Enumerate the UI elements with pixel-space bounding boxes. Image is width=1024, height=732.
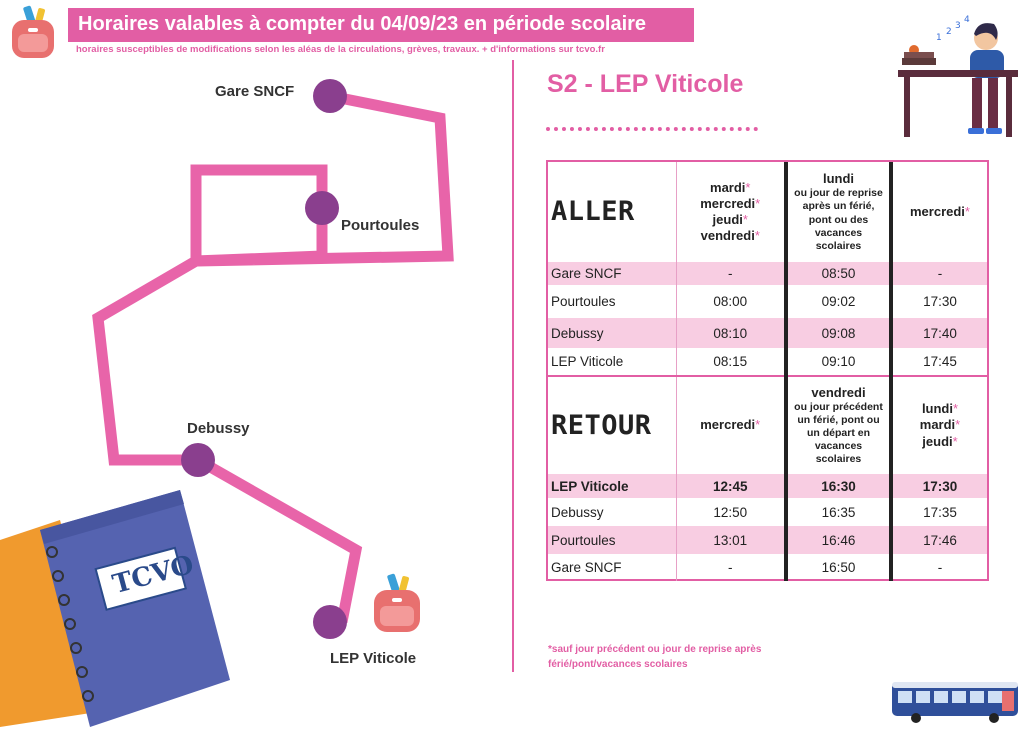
time-cell: 17:40 xyxy=(890,318,987,348)
time-cell: 12:50 xyxy=(675,498,788,526)
time-cell: - xyxy=(675,554,788,581)
day: mardi xyxy=(710,179,746,195)
dotted-underline xyxy=(546,127,758,131)
table-row: Pourtoules 08:00 09:02 17:30 xyxy=(548,285,987,318)
svg-text:4: 4 xyxy=(964,15,970,25)
retour-header-row: RETOUR mercredi* vendredi ou jour précéd… xyxy=(548,375,987,474)
stop-name: Debussy xyxy=(551,504,604,520)
time-cell: 17:35 xyxy=(890,498,987,526)
notebook-illustration xyxy=(0,490,230,727)
time-cell: 08:15 xyxy=(675,348,788,376)
table-row: LEP Viticole 08:15 09:10 17:45 xyxy=(548,348,987,376)
route-title: S2 - LEP Viticole xyxy=(547,70,744,98)
time-cell: 17:30 xyxy=(890,474,987,498)
time-cell: 09:08 xyxy=(785,318,893,348)
time-cell: 16:35 xyxy=(785,498,893,526)
time-cell: - xyxy=(890,554,987,581)
retour-label: RETOUR xyxy=(551,409,652,441)
time-cell: 17:46 xyxy=(890,526,987,554)
stop-name: Gare SNCF xyxy=(548,262,676,285)
retour-days-col2: vendredi ou jour précédent un férié, pon… xyxy=(785,375,893,474)
day: lundi xyxy=(921,401,953,417)
svg-text:2: 2 xyxy=(946,27,952,37)
page-title: Horaires valables à compter du 04/09/23 … xyxy=(78,13,647,35)
aller-days-col3: mercredi* xyxy=(890,162,987,262)
stop-name: Debussy xyxy=(548,318,676,348)
aller-days-col2: lundi ou jour de reprise après un férié,… xyxy=(785,162,893,262)
stop-label-debussy: Debussy xyxy=(187,420,250,437)
student-desk-illustration: 1 2 3 4 xyxy=(898,10,1018,140)
aller-label: ALLER xyxy=(551,196,635,228)
time-cell: 16:46 xyxy=(785,526,893,554)
day: mercredi xyxy=(700,195,756,211)
svg-text:1: 1 xyxy=(936,33,942,43)
retour-days-col3: lundi* mardi* jeudi* xyxy=(890,375,987,474)
stop-marker-lep-viticole xyxy=(313,605,347,639)
time-cell: 13:01 xyxy=(675,526,788,554)
bus-illustration xyxy=(890,678,1020,724)
stop-marker-gare-sncf xyxy=(313,79,347,113)
time-cell: - xyxy=(890,262,987,285)
day-note: ou jour précédent un férié, pont ou un d… xyxy=(794,400,883,466)
day: mercredi xyxy=(700,417,756,433)
table-row: Pourtoules 13:01 16:46 17:46 xyxy=(548,526,987,554)
day: mercredi xyxy=(910,203,965,219)
aller-header-row: ALLER mardi* mercredi* jeudi* vendredi* … xyxy=(548,162,987,262)
stop-label-gare-sncf: Gare SNCF xyxy=(215,83,295,100)
footnote: *sauf jour précédent ou jour de reprise … xyxy=(548,644,762,670)
day: jeudi xyxy=(922,433,953,449)
time-cell: 12:45 xyxy=(675,474,788,498)
table-row: Gare SNCF - 08:50 - xyxy=(548,262,987,285)
day: vendredi xyxy=(700,228,755,244)
stop-marker-debussy xyxy=(181,443,215,477)
time-cell: 17:45 xyxy=(890,348,987,376)
day: vendredi xyxy=(811,384,866,400)
time-cell: 08:50 xyxy=(785,262,893,285)
timetable: ALLER mardi* mercredi* jeudi* vendredi* … xyxy=(546,160,989,581)
stop-name: LEP Viticole xyxy=(548,474,676,498)
time-cell: 16:30 xyxy=(785,474,893,498)
day-note: ou jour de reprise après un férié, pont … xyxy=(794,187,883,252)
table-row: Debussy 08:10 09:08 17:40 xyxy=(548,318,987,348)
time-cell: 09:10 xyxy=(785,348,893,376)
table-row: Gare SNCF - 16:50 - xyxy=(548,554,987,581)
page-subtitle: horaires susceptibles de modifications s… xyxy=(76,44,605,55)
header-banner xyxy=(68,8,694,42)
time-cell: 08:00 xyxy=(675,285,788,318)
stop-label-lep-viticole: LEP Viticole xyxy=(330,650,417,667)
stop-name: Pourtoules xyxy=(548,526,676,554)
stop-name: Pourtoules xyxy=(551,294,616,309)
vertical-divider xyxy=(512,60,514,672)
svg-text:3: 3 xyxy=(955,21,961,31)
table-row: LEP Viticole 12:45 16:30 17:30 xyxy=(548,474,987,498)
day: lundi xyxy=(822,171,855,187)
time-cell: 16:50 xyxy=(785,554,893,581)
time-cell: - xyxy=(675,262,788,285)
backpack-icon xyxy=(4,4,64,64)
backpack-icon xyxy=(368,572,428,636)
aller-days-col1: mardi* mercredi* jeudi* vendredi* xyxy=(675,162,788,262)
day: jeudi xyxy=(712,212,743,227)
stop-marker-pourtoules xyxy=(305,191,339,225)
time-cell: 17:30 xyxy=(890,285,987,318)
stop-name: Gare SNCF xyxy=(551,560,622,575)
time-cell: 08:10 xyxy=(675,318,788,348)
day: mardi xyxy=(919,417,956,433)
table-row: Debussy 12:50 16:35 17:35 xyxy=(548,498,987,526)
stop-name: LEP Viticole xyxy=(551,354,624,369)
time-cell: 09:02 xyxy=(785,285,893,318)
retour-days-col1: mercredi* xyxy=(675,375,788,474)
route-map xyxy=(92,79,454,639)
stop-label-pourtoules: Pourtoules xyxy=(341,217,420,234)
